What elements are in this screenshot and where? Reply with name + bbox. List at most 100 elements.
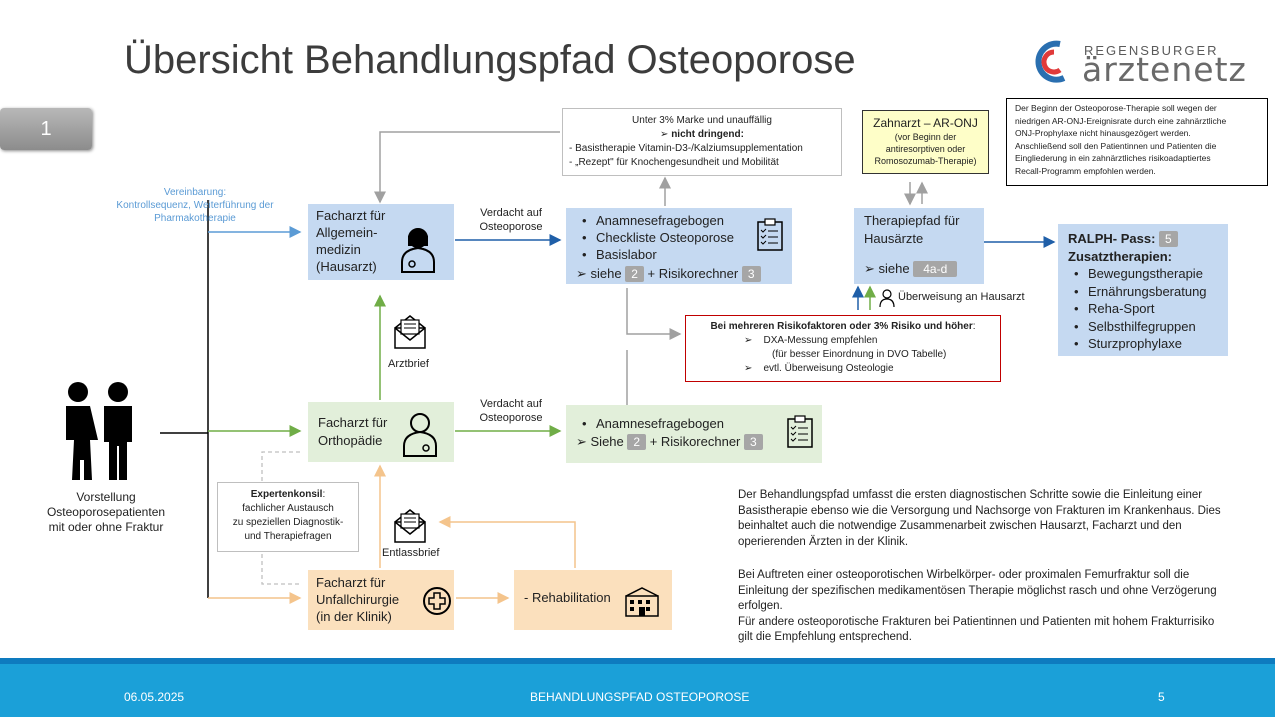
agreement-label: Vereinbarung: Kontrollsequenz, Weiterfüh… xyxy=(100,186,290,225)
dental-line: ONJ-Prophylaxe nicht hinausgezögert werd… xyxy=(1015,128,1191,138)
footer-date: 06.05.2025 xyxy=(124,690,185,704)
checklist-item: Basislabor xyxy=(582,246,782,263)
patient-label-line: Osteoporosepatienten xyxy=(46,505,166,519)
see-row: ➢ Siehe 2 + Risikorechner 3 xyxy=(576,433,812,451)
para-line: gilt die Empfehlung entsprechend. xyxy=(738,631,912,643)
label-verdacht-2: Verdacht auf Osteoporose xyxy=(468,397,554,425)
ralph-title: RALPH- Pass: xyxy=(1068,231,1156,246)
see-row: ➢ siehe 2 + Risikorechner 3 xyxy=(576,265,782,282)
para-line: Basistherapie ebenso wie die Versorgung … xyxy=(738,504,1221,517)
person-icon xyxy=(879,289,895,308)
expert-colon: : xyxy=(322,489,326,500)
checklist-item: Checkliste Osteoporose xyxy=(582,229,782,246)
dental-line: Anschließend soll den Patientinnen und P… xyxy=(1015,140,1217,151)
node-rehabilitation[interactable]: - Rehabilitation xyxy=(514,570,672,630)
letter-icon xyxy=(394,509,426,543)
see-text: Siehe xyxy=(590,434,624,449)
edge-label-line: Osteoporose xyxy=(479,221,543,233)
clipboard-icon xyxy=(787,415,813,448)
para-line: Bei Auftreten einer osteoporotischen Wir… xyxy=(738,569,1190,581)
para-line: erfolgen. xyxy=(738,600,783,612)
ralph-item: Ernährungsberatung xyxy=(1074,283,1218,301)
ralph-title-row: RALPH- Pass: 5 xyxy=(1068,230,1218,248)
paragraph-description: Der Behandlungspfad umfasst die ersten d… xyxy=(738,488,1258,550)
node-line: Facharzt für xyxy=(316,575,386,590)
node-therapiepfad[interactable]: Therapiepfad für Hausärzte ➢ siehe 4a-d xyxy=(854,208,984,284)
note-risk-factors: Bei mehreren Risikofaktoren oder 3% Risi… xyxy=(685,315,1001,382)
footer-bar xyxy=(0,664,1275,717)
note-dental: Der Beginn der Osteoporose-Therapie soll… xyxy=(1006,98,1268,186)
risk-colon: : xyxy=(972,321,976,332)
note-line: ➢ nicht dringend: xyxy=(660,129,744,140)
edge-label-line: Osteoporose xyxy=(479,412,543,424)
agreement-line: Kontrollsequenz, Weiterführung der xyxy=(116,200,274,211)
ref-badge[interactable]: 2 xyxy=(627,434,647,450)
ralph-item: Reha-Sport xyxy=(1074,300,1218,318)
expert-head: Expertenkonsil xyxy=(250,489,323,500)
ralph-item: Bewegungstherapie xyxy=(1074,265,1218,283)
node-line: (Hausarzt) xyxy=(316,259,377,274)
note-under-3-percent: Unter 3% Marke und unauffällig ➢ nicht d… xyxy=(562,108,842,176)
node-line: Facharzt für xyxy=(318,415,388,430)
node-checklist-hausarzt[interactable]: Anamnesefragebogen Checkliste Osteoporos… xyxy=(566,208,792,284)
risk-line: ➢ DXA-Messung empfehlen xyxy=(744,335,878,346)
ref-badge[interactable]: 3 xyxy=(744,434,763,450)
zahnarzt-sub: Romosozumab-Therapie) xyxy=(874,156,977,166)
risk-line: (für besser Einordnung in DVO Tabelle) xyxy=(772,349,947,360)
node-line: Therapiepfad für xyxy=(864,213,960,228)
note-line: - „Rezept" für Knochengesundheit und Mob… xyxy=(569,157,779,168)
node-checklist-orthopaedie[interactable]: Anamnesefragebogen ➢ Siehe 2 + Risikorec… xyxy=(566,405,822,463)
patient-label-line: Vorstellung xyxy=(76,490,136,504)
ralph-item: Selbsthilfegruppen xyxy=(1074,318,1218,336)
see-text: siehe xyxy=(590,266,622,281)
page-title: Übersicht Behandlungspfad Osteoporose xyxy=(124,38,856,82)
ralph-subtitle: Zusatztherapien: xyxy=(1068,248,1173,264)
node-ralph-pass[interactable]: RALPH- Pass: 5 Zusatztherapien: Bewegung… xyxy=(1058,224,1228,356)
zahnarzt-sub: (vor Beginn der xyxy=(894,132,957,142)
node-line: Hausärzte xyxy=(864,231,924,246)
node-line: Allgemein- xyxy=(316,225,378,240)
see-text: siehe xyxy=(878,261,910,276)
zahnarzt-sub: antiresorptiven oder xyxy=(885,144,966,154)
risk-text: evtl. Überweisung Osteologie xyxy=(763,363,894,374)
para-line: beinhaltet auch die notwendige Zusammena… xyxy=(738,520,1182,532)
risk-line: ➢ evtl. Überweisung Osteologie xyxy=(744,363,894,374)
ref-badge[interactable]: 2 xyxy=(625,266,644,282)
risk-head: Bei mehreren Risikofaktoren oder 3% Risi… xyxy=(710,321,973,332)
node-line: Unfallchirurgie xyxy=(316,592,400,607)
plus-text: + Risikorechner xyxy=(647,266,739,281)
letter-icon xyxy=(394,315,426,349)
node-line: Facharzt für xyxy=(316,208,386,223)
slide-number-badge: 1 xyxy=(0,108,92,150)
para-line: Einleitung der spezifischen medikamentös… xyxy=(738,584,1217,597)
ralph-item: Sturzprophylaxe xyxy=(1074,335,1218,353)
paragraph-fracture: Bei Auftreten einer osteoporotischen Wir… xyxy=(738,568,1258,646)
node-orthopaedie[interactable]: Facharzt für Orthopädie xyxy=(308,402,454,462)
node-hausarzt[interactable]: Facharzt für Allgemein- medizin (Hausarz… xyxy=(308,204,454,280)
checklist-item: Anamnesefragebogen xyxy=(582,212,782,229)
note-expertenkonsil: Expertenkonsil: fachlicher Austausch zu … xyxy=(217,482,359,552)
ref-badge[interactable]: 5 xyxy=(1159,231,1178,247)
label-entlassbrief: Entlassbrief xyxy=(382,547,440,559)
checklist-item-text: Basislabor xyxy=(596,247,657,262)
male-doctor-icon xyxy=(403,413,437,457)
footer-accent xyxy=(0,658,1275,664)
dental-line: Eingliederung in ein zahnärztliches risi… xyxy=(1015,153,1211,163)
node-unfallchirurgie[interactable]: Facharzt für Unfallchirurgie (in der Kli… xyxy=(308,570,454,630)
para-line: Der Behandlungspfad umfasst die ersten d… xyxy=(738,489,1203,501)
zahnarzt-title: Zahnarzt – AR-ONJ xyxy=(873,116,978,130)
logo-mark-icon xyxy=(1035,40,1066,83)
footer-page-number: 5 xyxy=(1158,690,1165,704)
ref-badge[interactable]: 4a-d xyxy=(913,261,958,277)
female-doctor-icon xyxy=(401,228,435,273)
note-line: - Basistherapie Vitamin-D3-/Kalziumsuppl… xyxy=(569,143,803,154)
label-ueberweisung: Überweisung an Hausarzt xyxy=(898,291,1025,303)
expert-line: fachlicher Austausch xyxy=(242,503,334,514)
expert-head-row: Expertenkonsil: xyxy=(222,488,354,502)
agreement-line: Pharmakotherapie xyxy=(154,213,236,224)
expert-line: zu speziellen Diagnostik- xyxy=(232,517,344,528)
ref-badge[interactable]: 3 xyxy=(741,266,761,282)
node-zahnarzt[interactable]: Zahnarzt – AR-ONJ (vor Beginn der antire… xyxy=(862,110,989,174)
node-line: - Rehabilitation xyxy=(524,590,611,605)
